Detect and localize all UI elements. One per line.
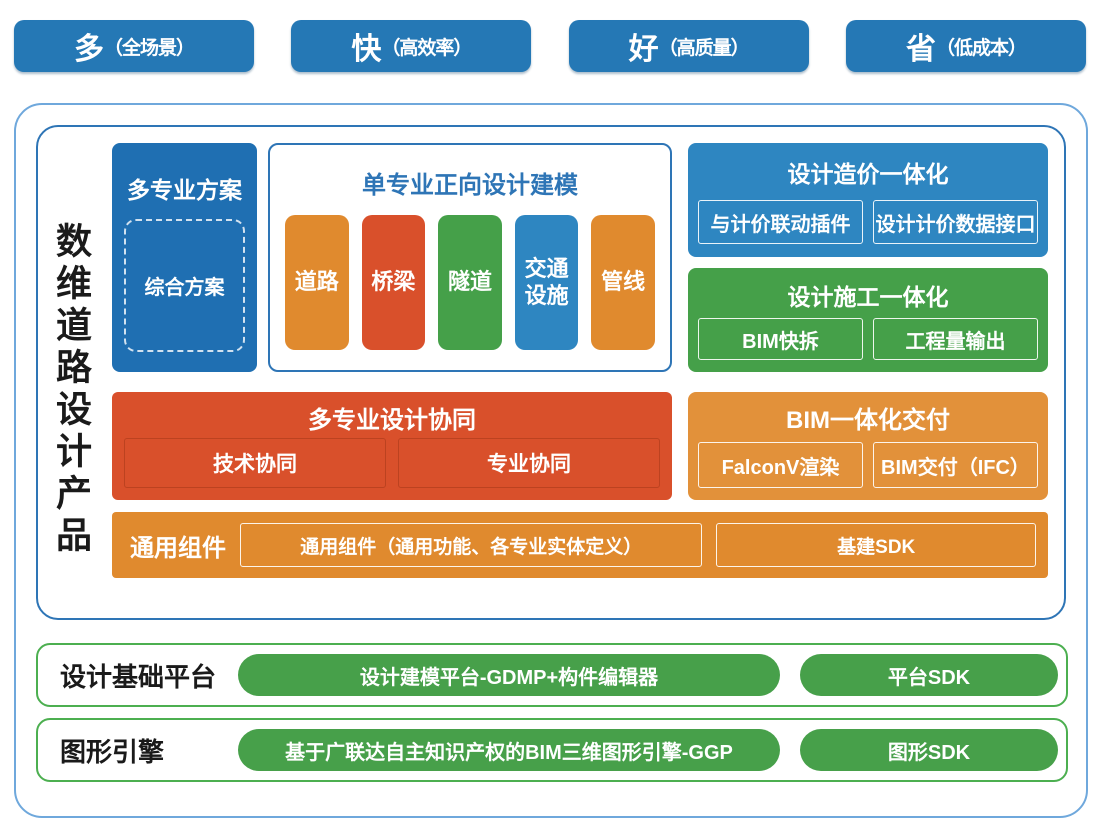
- graphics-sdk-pill: 图形SDK: [800, 729, 1058, 771]
- design-platform-label: 设计基础平台: [60, 661, 217, 692]
- badge-sub-label: （全场景）: [103, 37, 195, 59]
- discipline-bridge: 桥梁: [361, 215, 426, 350]
- design-collaboration-title: 多专业设计协同: [308, 407, 476, 434]
- gdmp-platform-pill: 设计建模平台-GDMP+构件编辑器: [238, 654, 780, 696]
- badge-main-label: 省: [905, 33, 936, 66]
- badge-main-label: 好: [628, 33, 659, 66]
- badge-sub-label: （低成本）: [935, 37, 1027, 59]
- design-pricing-data-interface: 设计计价数据接口: [873, 200, 1038, 244]
- pricing-linkage-plugin: 与计价联动插件: [698, 200, 863, 244]
- comprehensive-scheme-box: 综合方案: [124, 219, 245, 352]
- badge-cost: 省 （低成本）: [845, 20, 1086, 72]
- bim-delivery-block: BIM一体化交付 FalconV渲染 BIM交付（IFC）: [688, 392, 1048, 500]
- graphics-engine-label: 图形引擎: [60, 736, 165, 767]
- graphics-engine-row: 图形引擎 基于广联达自主知识产权的BIM三维图形引擎-GGP 图形SDK: [36, 718, 1068, 782]
- discipline-collaboration: 专业协同: [398, 438, 660, 488]
- badge-quality: 好 （高质量）: [568, 20, 809, 72]
- discipline-pipeline: 管线: [591, 215, 655, 350]
- cost-integration-title: 设计造价一体化: [787, 161, 949, 187]
- product-side-title: 数维道路设计产品: [51, 222, 92, 558]
- construction-integration-items: BIM快拆 工程量输出: [698, 318, 1038, 360]
- falconv-rendering: FalconV渲染: [698, 442, 863, 488]
- bim-delivery-ifc: BIM交付（IFC）: [873, 442, 1038, 488]
- cost-integration-block: 设计造价一体化 与计价联动插件 设计计价数据接口: [688, 143, 1048, 257]
- discipline-tunnel: 隧道: [438, 215, 502, 350]
- badge-scenarios: 多 （全场景）: [14, 20, 254, 72]
- discipline-road: 道路: [285, 215, 349, 350]
- platform-sdk-pill: 平台SDK: [800, 654, 1058, 696]
- multi-scheme-title: 多专业方案: [127, 177, 242, 203]
- bim-quick-takeoff: BIM快拆: [698, 318, 863, 360]
- badge-main-label: 多: [73, 33, 104, 66]
- discipline-traffic-facilities: 交通设施: [514, 215, 579, 350]
- design-collaboration-block: 多专业设计协同 技术协同 专业协同: [112, 392, 672, 500]
- construction-integration-title: 设计施工一体化: [787, 284, 949, 310]
- construction-integration-block: 设计施工一体化 BIM快拆 工程量输出: [688, 268, 1048, 372]
- benefit-badges-row: 多 （全场景） 快 （高效率） 好 （高质量） 省 （低成本）: [14, 20, 1086, 72]
- badge-sub-label: （高效率）: [381, 37, 472, 59]
- bim-delivery-items: FalconV渲染 BIM交付（IFC）: [698, 442, 1038, 488]
- single-modeling-title: 单专业正向设计建模: [362, 172, 578, 199]
- common-components-label: 通用组件: [130, 534, 226, 562]
- design-collaboration-items: 技术协同 专业协同: [124, 438, 660, 488]
- common-components-box: 通用组件（通用功能、各专业实体定义）: [240, 523, 703, 567]
- common-components-strip: 通用组件 通用组件（通用功能、各专业实体定义） 基建SDK: [112, 512, 1048, 578]
- badge-efficiency: 快 （高效率）: [291, 20, 532, 72]
- cost-integration-items: 与计价联动插件 设计计价数据接口: [698, 200, 1038, 244]
- multi-scheme-block: 多专业方案 综合方案: [112, 143, 257, 372]
- badge-main-label: 快: [351, 33, 382, 66]
- ggp-engine-pill: 基于广联达自主知识产权的BIM三维图形引擎-GGP: [238, 729, 780, 771]
- design-platform-row: 设计基础平台 设计建模平台-GDMP+构件编辑器 平台SDK: [36, 643, 1068, 707]
- badge-sub-label: （高质量）: [658, 37, 750, 59]
- bim-delivery-title: BIM一体化交付: [786, 407, 950, 434]
- discipline-pills: 道路 桥梁 隧道 交通设施 管线: [285, 215, 655, 350]
- technical-collaboration: 技术协同: [124, 438, 386, 488]
- single-modeling-block: 单专业正向设计建模 道路 桥梁 隧道 交通设施 管线: [268, 143, 672, 372]
- infrastructure-sdk-box: 基建SDK: [716, 523, 1036, 567]
- quantity-output: 工程量输出: [873, 318, 1038, 360]
